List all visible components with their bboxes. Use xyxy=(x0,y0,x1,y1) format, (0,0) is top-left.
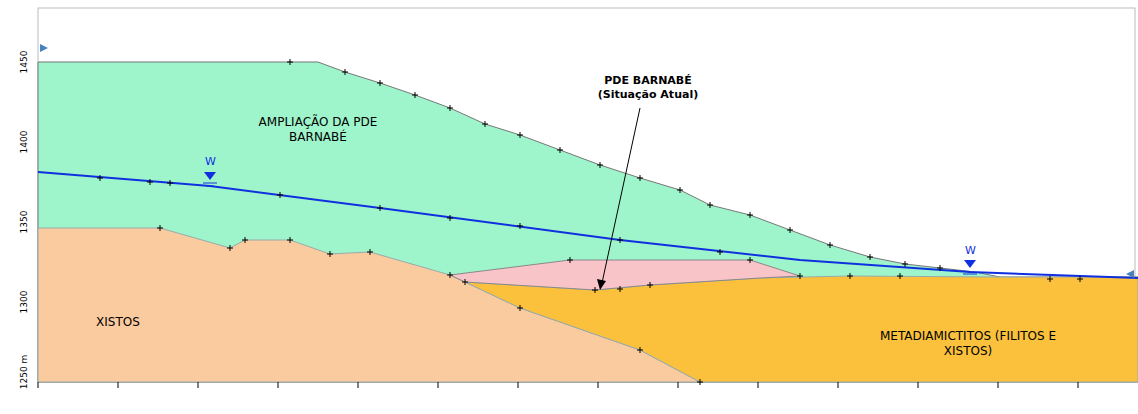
current-dump-fill xyxy=(450,260,800,290)
region-label: XISTOS xyxy=(58,315,178,330)
water-level-mark: W xyxy=(205,155,216,168)
callout-label: PDE BARNABÉ (Situação Atual) xyxy=(593,74,703,102)
region-label: METADIAMICTITOS (FILITOS E XISTOS) xyxy=(873,329,1063,359)
leader-arrow xyxy=(597,279,606,290)
axis-ticks xyxy=(38,382,1078,388)
axis-label: 1400 xyxy=(19,131,29,154)
vertex-marks xyxy=(97,59,1083,385)
axis-label: 1350 xyxy=(19,211,29,234)
axis-label: 1250 m xyxy=(19,355,29,390)
region-name: METADIAMICTITOS (FILITOS E XISTOS) xyxy=(873,329,1063,359)
axis-label: 1450 xyxy=(19,51,29,74)
water-symbol xyxy=(204,172,216,180)
water-table xyxy=(38,172,1138,278)
axis-label: 1300 xyxy=(19,291,29,314)
leader-line xyxy=(602,108,640,283)
region-name: XISTOS xyxy=(58,315,178,330)
region-label: AMPLIAÇÃO DA PDE BARNABÉ xyxy=(258,115,378,145)
boundary-flag xyxy=(40,44,48,52)
boundary-flag xyxy=(1126,270,1134,278)
water-level-mark: W xyxy=(965,244,976,257)
metadiamictite-fill xyxy=(465,276,1138,382)
region-name: AMPLIAÇÃO DA PDE BARNABÉ xyxy=(258,115,378,145)
water-symbol xyxy=(964,260,976,268)
expansion-fill xyxy=(38,62,1138,382)
